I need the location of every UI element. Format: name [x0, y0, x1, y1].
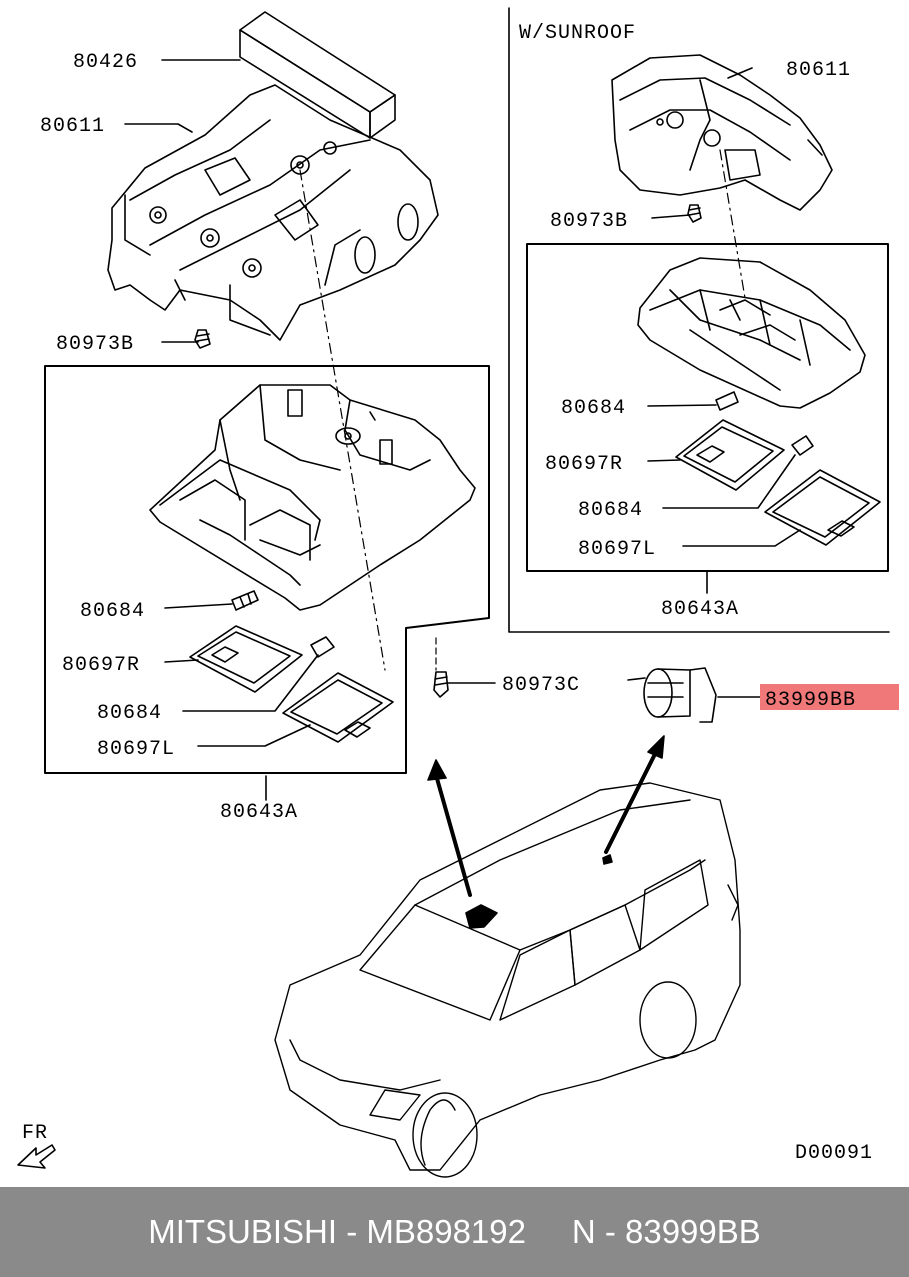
vehicle-illustration	[274, 782, 741, 1178]
bulb-80684-l1-part	[231, 590, 259, 611]
callout-80611-left: 80611	[40, 115, 105, 138]
callout-80611-right: 80611	[786, 59, 851, 82]
callout-80684-r2: 80684	[578, 499, 643, 522]
roof-bracket-left-part	[107, 84, 439, 341]
assembly-frame-left	[44, 365, 490, 774]
callout-80973c: 80973C	[502, 674, 580, 697]
dome-lamp-location-marker	[465, 904, 498, 929]
callout-83999bb: 83999BB	[765, 689, 856, 712]
callout-80697r-left: 80697R	[62, 654, 140, 677]
callout-80697l-right: 80697L	[578, 538, 656, 561]
screw-80973b-left-part	[194, 329, 211, 349]
lens-80697r-left-part	[189, 625, 303, 693]
screw-80973b-right-part	[687, 204, 702, 223]
dome-lamp-housing-left-part	[149, 384, 476, 611]
screw-80973c-part	[433, 671, 449, 698]
front-direction-label: FR	[22, 1122, 48, 1145]
footer-bar: MITSUBISHI - MB898192 N - 83999BB	[0, 1187, 909, 1277]
lens-80697r-right-part	[675, 419, 785, 491]
callout-80973b-left: 80973B	[56, 333, 134, 356]
callout-80684-l2: 80684	[97, 702, 162, 725]
callout-80684-r1: 80684	[561, 397, 626, 420]
callout-80643a-right: 80643A	[661, 598, 739, 621]
pointer-arrow-dome	[434, 773, 472, 897]
bulb-80684-l2-part	[310, 636, 335, 658]
roof-bracket-right-part	[611, 54, 833, 211]
dome-lamp-housing-right-part	[637, 257, 866, 409]
front-direction-arrow-icon	[17, 1144, 56, 1169]
part-number-highlight	[760, 684, 899, 710]
lens-80697l-left-part	[282, 672, 394, 743]
callout-80684-l1: 80684	[80, 600, 145, 623]
lens-80697l-right-part	[764, 469, 881, 546]
assembly-frame-right	[526, 243, 889, 572]
foam-pad-part	[239, 11, 396, 139]
drawing-code: D00091	[795, 1142, 873, 1165]
callout-80697l-left: 80697L	[97, 738, 175, 761]
parts-diagram: W/SUNROOF 80426 80611 80973B 80684 80697…	[17, 7, 899, 1178]
callout-80973b-right: 80973B	[550, 210, 628, 233]
sunroof-section-frame	[508, 7, 890, 633]
callout-80643a-left: 80643A	[220, 801, 298, 824]
section-label-w-sunroof: W/SUNROOF	[519, 22, 636, 45]
callout-80697r-right: 80697R	[545, 453, 623, 476]
lamp-socket-83999bb-part	[627, 667, 717, 723]
callout-80426: 80426	[73, 51, 138, 74]
part-reference-caption: MITSUBISHI - MB898192 N - 83999BB	[148, 1213, 761, 1250]
bulb-80684-r2-part	[791, 435, 814, 456]
pointer-arrow-socket	[604, 750, 658, 854]
bulb-80684-r1-part	[715, 391, 739, 411]
